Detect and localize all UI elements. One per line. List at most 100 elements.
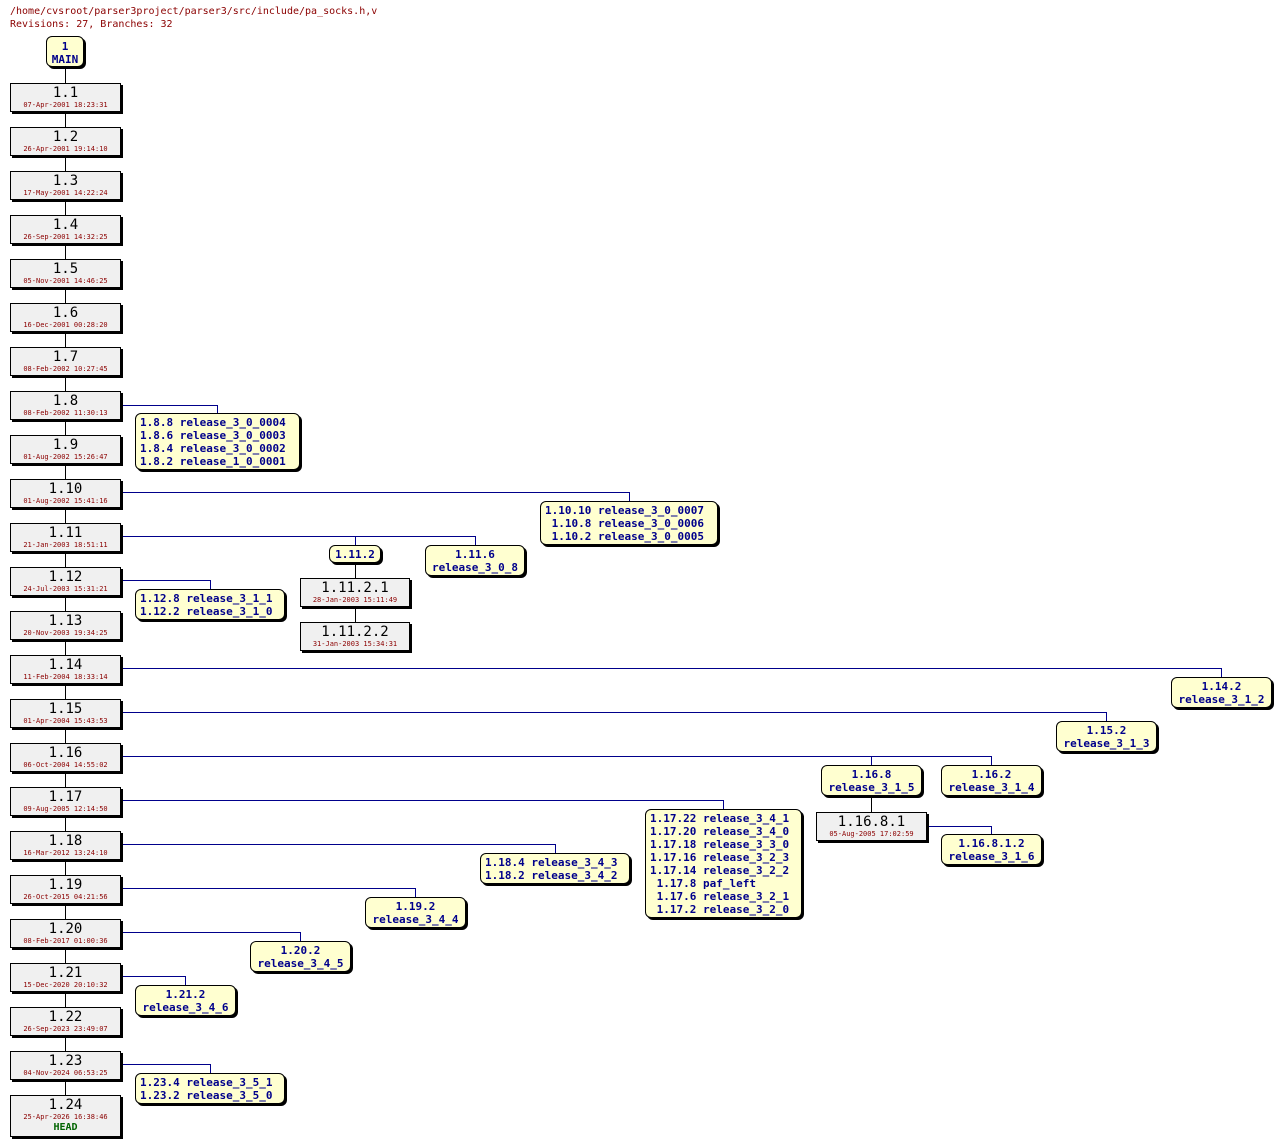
branch-tag-line: release_3_1_5 [828,781,915,794]
branch-tag-line: 1.17.18 release_3_3_0 [650,838,790,851]
revision-date: 11-Feb-2004 18:33:14 [23,673,108,681]
revision-date: 25-Apr-2026 16:38:46 [23,1113,108,1121]
branch-tag-line: 1.20.2 [280,944,321,957]
revision-date: 16-Mar-2012 13:24:10 [23,849,108,857]
branch-tag-line: 1.12.8 release_3_1_1 [140,592,273,605]
revision-number: 1.21 [48,965,83,981]
branch-tag-line: 1.17.20 release_3_4_0 [650,825,790,838]
revision-number: 1.12 [48,569,83,585]
revision-date: 01-Apr-2004 15:43:53 [23,717,108,725]
branch-tag-line: 1.18.2 release_3_4_2 [485,869,618,882]
revision-number: 1.19 [48,877,83,893]
main-branch-label[interactable]: 1 MAIN [46,36,84,67]
branch-tag-line: 1.17.8 paf_left [650,877,756,890]
revision-date: 09-Aug-2005 12:14:50 [23,805,108,813]
branch-tag-line: 1.11.6 [455,548,495,561]
revision-number: 1.10 [48,481,83,497]
revision-date: 16-Dec-2001 00:28:20 [23,321,108,329]
revision-date: 26-Oct-2015 04:21:56 [23,893,108,901]
revision-date: 08-Feb-2002 10:27:45 [23,365,108,373]
branch-tag-line: 1.17.14 release_3_2_2 [650,864,790,877]
revision-number: 1.7 [52,349,79,365]
main-branch-name: MAIN [51,53,79,66]
branch-tag-line: release_3_1_2 [1178,693,1265,706]
revision-number: 1.22 [48,1009,83,1025]
branch-tag-line: release_3_4_6 [142,1001,229,1014]
revision-date: 20-Nov-2003 19:34:25 [23,629,108,637]
branch-tag-line: release_3_1_4 [948,781,1035,794]
revision-number: 1.20 [48,921,83,937]
revision-date: 21-Jan-2003 18:51:11 [23,541,108,549]
branch-tag-line: release_3_0_8 [431,561,519,574]
head-label: HEAD [53,1122,78,1133]
branch-tag-line: 1.17.6 release_3_2_1 [650,890,790,903]
revision-number: 1.16.8.1 [837,814,906,830]
revision-number: 1.9 [52,437,79,453]
branch-tag-line: 1.19.2 [395,900,436,913]
branch-tag-line: 1.10.10 release_3_0_0007 [545,504,704,517]
branch-tag-line: 1.12.2 release_3_1_0 [140,605,273,618]
revision-number: 1.23 [48,1053,83,1069]
revision-number: 1.8 [52,393,79,409]
branch-tag-line: release_3_4_4 [372,913,459,926]
revision-number: 1.18 [48,833,83,849]
revision-date: 26-Apr-2001 19:14:10 [23,145,108,153]
branch-tag-box-t1112[interactable]: 1.11.2 [329,545,381,563]
revision-date: 26-Sep-2001 14:32:25 [23,233,108,241]
branch-tag-box-t110[interactable]: 1.10.10 release_3_0_0007 1.10.8 release_… [540,501,718,545]
main-branch-rev: 1 [61,40,69,53]
branch-tag-line: release_3_1_6 [948,850,1035,863]
revision-number: 1.16 [48,745,83,761]
revision-date: 28-Jan-2003 15:11:49 [312,596,398,604]
file-path: /home/cvsroot/parser3project/parser3/src… [10,6,378,17]
branch-tag-line: 1.8.4 release_3_0_0002 [140,442,286,455]
revision-number: 1.15 [48,701,83,717]
revision-number: 1.14 [48,657,83,673]
revision-number: 1.13 [48,613,83,629]
revision-date: 05-Aug-2005 17:02:59 [829,830,914,838]
revision-date: 08-Feb-2017 01:00:36 [23,937,108,945]
